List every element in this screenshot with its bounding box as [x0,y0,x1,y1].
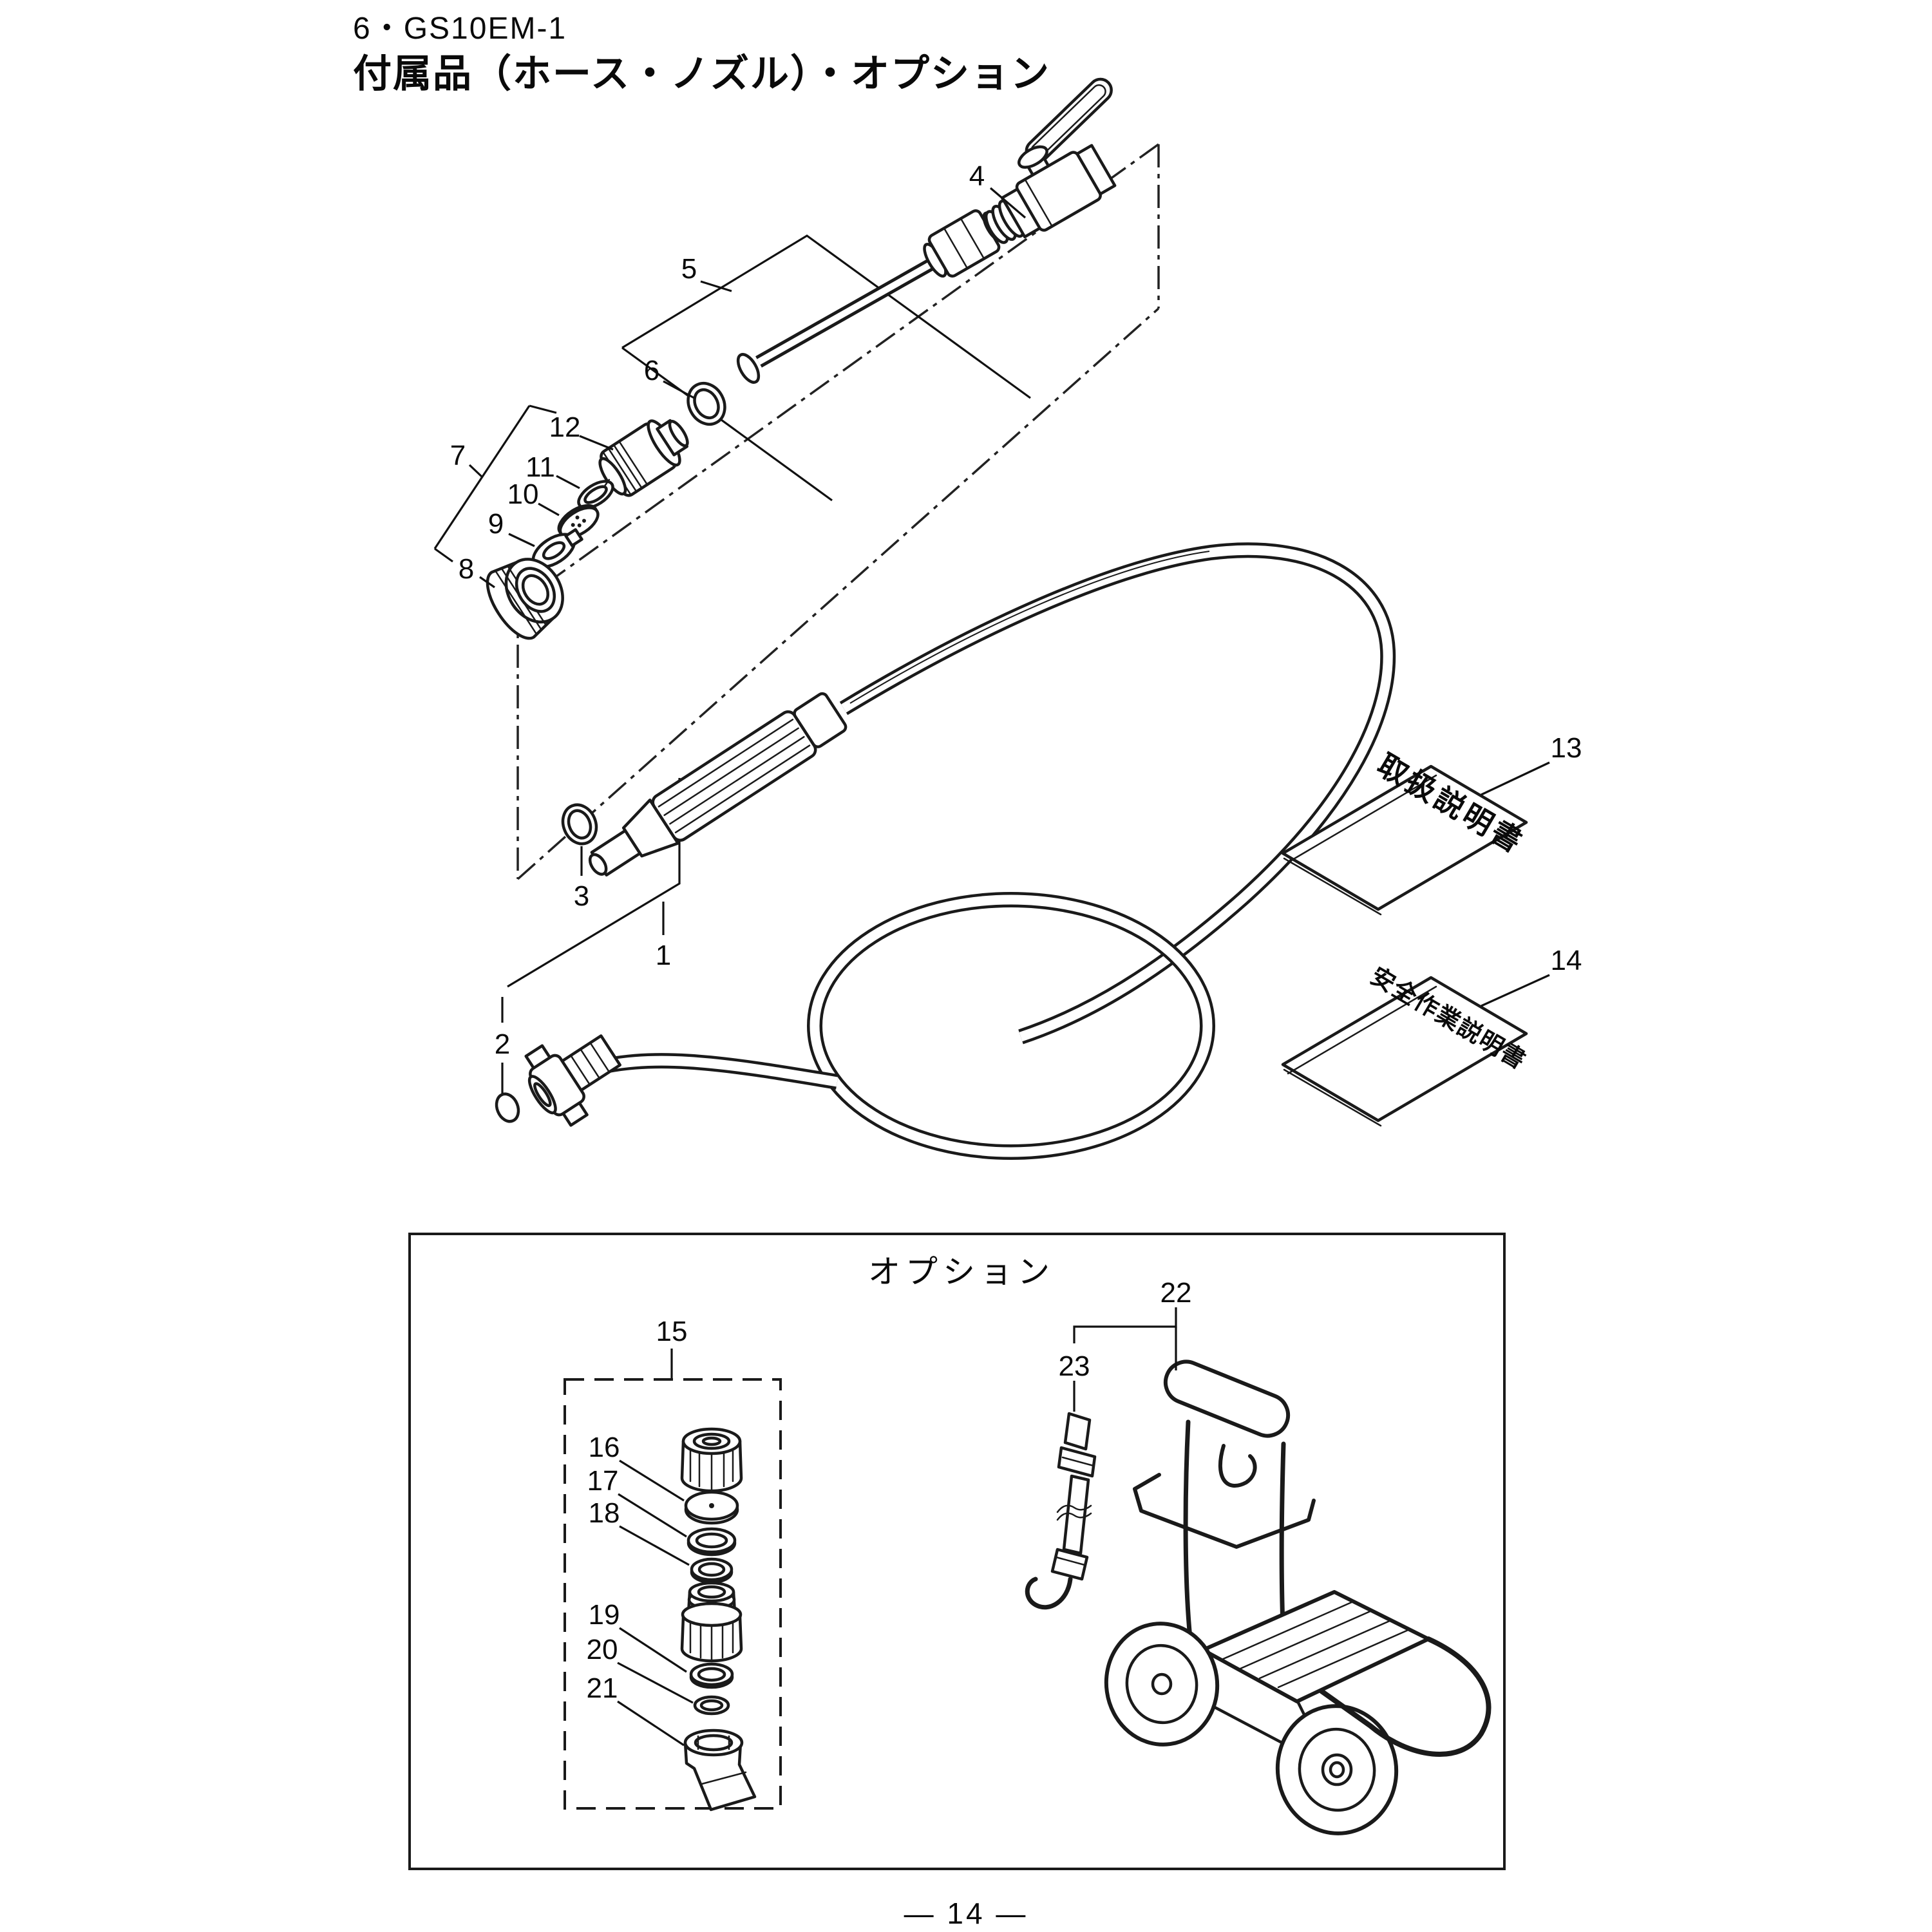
option-nozzle-dashed-box [564,1378,782,1810]
svg-text:12: 12 [549,412,581,443]
label-9: 9 [488,508,535,547]
label-1: 1 [656,902,671,971]
svg-text:3: 3 [574,880,589,912]
ring-20 [693,1695,730,1716]
label-12: 12 [549,412,614,451]
label-13: 13 [1481,732,1582,796]
label-11: 11 [526,451,580,489]
label-15: 15 [656,1316,688,1378]
manual-book-13: 取扱説明書 [1281,748,1530,916]
clip-11 [577,478,614,509]
cart-holder-bracket [1133,1473,1316,1549]
cap-nut-8 [486,558,564,640]
ring-17 [687,1527,737,1557]
label-22: 22 [1073,1277,1192,1370]
label-7: 7 [450,440,483,478]
svg-text:11: 11 [526,451,555,483]
cart-wheel-left [1104,1622,1220,1747]
cart-platform [1201,1590,1430,1703]
label-5: 5 [681,253,732,292]
svg-text:15: 15 [656,1316,688,1347]
cart-22 [1104,1359,1492,1835]
label-17: 17 [587,1465,687,1538]
coupler-12 [598,419,689,497]
option-box-title: オプション [868,1254,1055,1290]
cart-hook [1218,1444,1257,1488]
svg-text:16: 16 [589,1432,620,1463]
ball-valve [984,77,1117,244]
label-14: 14 [1481,945,1582,1007]
label-20: 20 [587,1634,694,1704]
label-16: 16 [589,1432,685,1502]
insert-9 [531,528,583,569]
washer-16 [684,1490,739,1525]
svg-text:8: 8 [459,553,474,585]
hose [572,542,1396,1160]
strainer-10 [557,504,600,539]
o-ring-6 [687,381,726,426]
svg-text:9: 9 [488,508,504,540]
dashdot-boundary [516,143,1160,880]
svg-text:2: 2 [495,1028,510,1060]
page-model-code: 6・GS10EM-1 [353,12,567,46]
svg-text:6: 6 [644,355,659,386]
ring-19 [689,1662,734,1689]
svg-text:20: 20 [587,1634,618,1665]
label-6: 6 [644,355,695,399]
page-number: — 14 — [904,1897,1028,1930]
page-title: 付属品（ホース・ノズル）・オプション [353,52,1050,95]
part-labels: 1 2 3 4 5 6 7 8 9 10 11 12 [450,160,1582,1747]
o-ring-2 [495,1092,520,1123]
svg-text:1: 1 [656,940,671,971]
bracket-part7-group [433,404,557,563]
svg-text:22: 22 [1160,1277,1192,1309]
ring-18 [690,1557,734,1584]
cart-wheel-right [1275,1704,1399,1835]
label-4: 4 [969,160,1027,219]
svg-text:19: 19 [589,1599,620,1631]
coupler-19-body [680,1581,743,1663]
option-box: オプション [408,1233,1506,1870]
label-23: 23 [1059,1350,1090,1412]
cart-rear-handle [1319,1636,1492,1757]
label-8: 8 [459,553,495,589]
hose-grip [588,692,848,877]
cart-handle [1163,1359,1291,1438]
bracket-part5-group [621,234,1031,502]
svg-text:18: 18 [589,1497,620,1529]
svg-text:21: 21 [587,1672,618,1704]
svg-text:23: 23 [1059,1350,1090,1382]
cap-16 [680,1427,743,1493]
svg-text:7: 7 [450,440,466,471]
manual-book-14: 安全作業説明書 [1281,961,1531,1127]
svg-text:4: 4 [969,160,985,192]
label-19: 19 [589,1599,687,1673]
label-3: 3 [574,846,589,912]
label-2: 2 [495,997,510,1094]
strap-23 [1025,1412,1097,1610]
label-21: 21 [587,1672,685,1747]
nozzle-21 [683,1728,757,1812]
o-ring-3 [561,803,598,846]
svg-text:14: 14 [1551,945,1582,976]
label-18: 18 [589,1497,690,1566]
svg-text:17: 17 [587,1465,619,1497]
svg-text:13: 13 [1551,732,1582,764]
svg-text:10: 10 [507,478,539,510]
label-10: 10 [507,478,560,516]
svg-text:5: 5 [681,253,697,285]
hose-end-coupling [524,1034,621,1127]
option-nozzle-parts [680,1427,757,1812]
